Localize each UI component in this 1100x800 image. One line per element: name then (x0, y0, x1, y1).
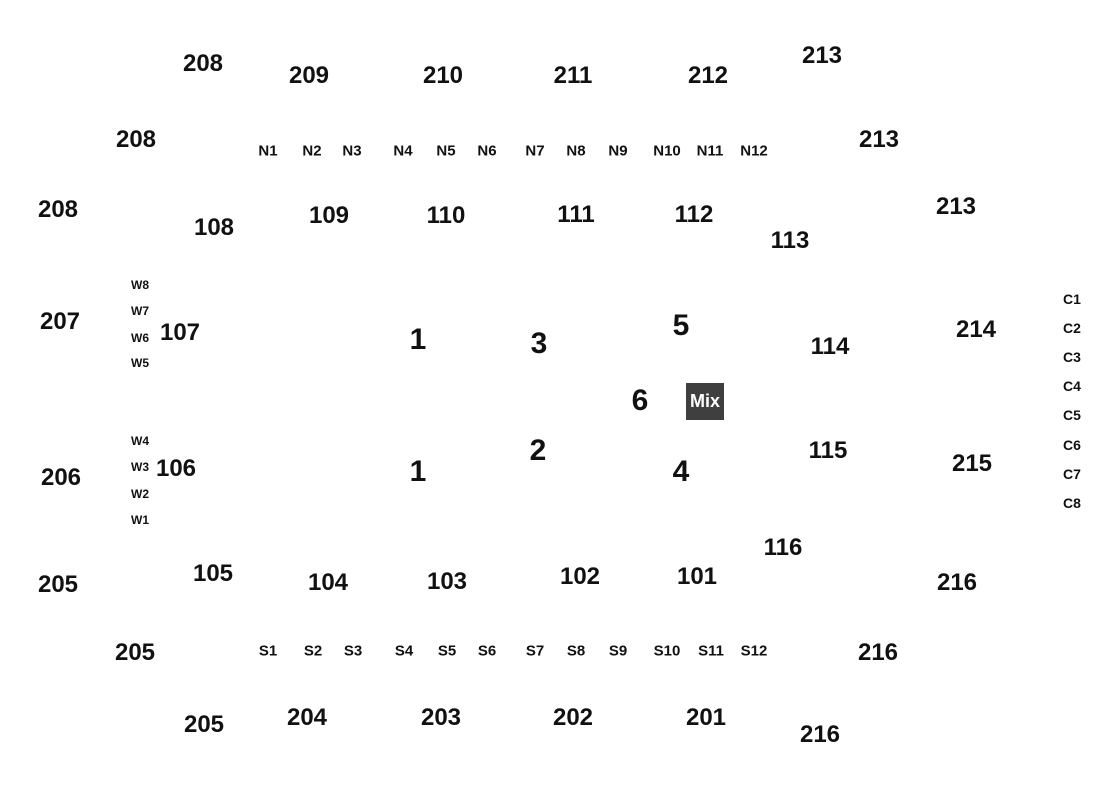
north-row-n5[interactable]: N5 (436, 142, 456, 160)
lower-section-109[interactable]: 109 (308, 202, 350, 229)
club-row-c8[interactable]: C8 (1063, 495, 1081, 511)
south-row-s9[interactable]: S9 (608, 642, 628, 660)
south-row-s4[interactable]: S4 (394, 642, 414, 660)
south-row-s12[interactable]: S12 (740, 642, 768, 660)
south-row-s3[interactable]: S3 (343, 642, 363, 660)
north-row-n2[interactable]: N2 (302, 142, 322, 160)
upper-section-213[interactable]: 213 (801, 42, 843, 69)
north-row-n1[interactable]: N1 (258, 142, 278, 160)
club-row-c6[interactable]: C6 (1063, 437, 1081, 453)
lower-section-105[interactable]: 105 (192, 560, 234, 587)
north-row-n10[interactable]: N10 (653, 142, 681, 160)
upper-section-209[interactable]: 209 (288, 62, 330, 89)
south-row-s10[interactable]: S10 (653, 642, 681, 660)
club-row-c1[interactable]: C1 (1063, 291, 1081, 307)
upper-section-201[interactable]: 201 (685, 704, 727, 731)
west-row-w5[interactable]: W5 (131, 356, 149, 370)
club-row-c5[interactable]: C5 (1063, 407, 1081, 423)
upper-section-208[interactable]: 208 (182, 50, 224, 77)
west-row-w6[interactable]: W6 (131, 331, 149, 345)
west-row-w4[interactable]: W4 (131, 434, 149, 448)
lower-section-106[interactable]: 106 (155, 455, 197, 482)
upper-section-207[interactable]: 207 (39, 308, 81, 335)
upper-section-215[interactable]: 215 (951, 450, 993, 477)
upper-section-213[interactable]: 213 (858, 126, 900, 153)
club-row-c4[interactable]: C4 (1063, 378, 1081, 394)
lower-section-112[interactable]: 112 (674, 201, 714, 228)
upper-section-202[interactable]: 202 (552, 704, 594, 731)
lower-section-110[interactable]: 110 (426, 202, 466, 229)
floor-section-1[interactable]: 1 (409, 455, 427, 488)
lower-section-108[interactable]: 108 (193, 214, 235, 241)
club-row-c2[interactable]: C2 (1063, 320, 1081, 336)
south-row-s5[interactable]: S5 (437, 642, 457, 660)
lower-section-103[interactable]: 103 (426, 568, 468, 595)
lower-section-115[interactable]: 115 (808, 437, 848, 464)
floor-section-3[interactable]: 3 (530, 327, 548, 360)
upper-section-206[interactable]: 206 (40, 464, 82, 491)
upper-section-205[interactable]: 205 (114, 639, 156, 666)
upper-section-211[interactable]: 211 (553, 62, 593, 89)
west-row-w3[interactable]: W3 (131, 460, 149, 474)
north-row-n8[interactable]: N8 (566, 142, 586, 160)
floor-section-4[interactable]: 4 (672, 455, 690, 488)
north-row-n9[interactable]: N9 (608, 142, 628, 160)
lower-section-116[interactable]: 116 (763, 534, 803, 561)
floor-section-1[interactable]: 1 (409, 323, 427, 356)
lower-section-102[interactable]: 102 (559, 563, 601, 590)
west-row-w1[interactable]: W1 (131, 513, 149, 527)
upper-section-213[interactable]: 213 (935, 193, 977, 220)
south-row-s8[interactable]: S8 (566, 642, 586, 660)
floor-section-2[interactable]: 2 (529, 434, 547, 467)
west-row-w8[interactable]: W8 (131, 278, 149, 292)
upper-section-216[interactable]: 216 (799, 721, 841, 748)
lower-section-113[interactable]: 113 (770, 227, 810, 254)
upper-section-216[interactable]: 216 (936, 569, 978, 596)
upper-section-214[interactable]: 214 (955, 316, 997, 343)
south-row-s11[interactable]: S11 (698, 642, 724, 660)
north-row-n7[interactable]: N7 (525, 142, 545, 160)
floor-section-5[interactable]: 5 (672, 309, 690, 342)
upper-section-204[interactable]: 204 (286, 704, 328, 731)
lower-section-114[interactable]: 114 (810, 333, 850, 360)
north-row-n11[interactable]: N11 (696, 142, 724, 160)
north-row-n12[interactable]: N12 (740, 142, 768, 160)
upper-section-210[interactable]: 210 (422, 62, 464, 89)
west-row-w7[interactable]: W7 (131, 304, 149, 318)
lower-section-104[interactable]: 104 (307, 569, 349, 596)
upper-section-208[interactable]: 208 (37, 196, 79, 223)
south-row-s7[interactable]: S7 (525, 642, 545, 660)
north-row-n3[interactable]: N3 (342, 142, 362, 160)
floor-section-6[interactable]: 6 (631, 384, 649, 417)
mix-position[interactable]: Mix (686, 383, 724, 420)
west-row-w2[interactable]: W2 (131, 487, 149, 501)
north-row-n6[interactable]: N6 (477, 142, 497, 160)
upper-section-212[interactable]: 212 (687, 62, 729, 89)
upper-section-205[interactable]: 205 (37, 571, 79, 598)
club-row-c7[interactable]: C7 (1063, 466, 1081, 482)
upper-section-216[interactable]: 216 (857, 639, 899, 666)
north-row-n4[interactable]: N4 (393, 142, 413, 160)
south-row-s1[interactable]: S1 (258, 642, 278, 660)
upper-section-208[interactable]: 208 (115, 126, 157, 153)
south-row-s6[interactable]: S6 (477, 642, 497, 660)
upper-section-205[interactable]: 205 (183, 711, 225, 738)
lower-section-101[interactable]: 101 (676, 563, 718, 590)
lower-section-107[interactable]: 107 (159, 319, 201, 346)
upper-section-203[interactable]: 203 (420, 704, 462, 731)
south-row-s2[interactable]: S2 (303, 642, 323, 660)
lower-section-111[interactable]: 111 (557, 201, 595, 228)
club-row-c3[interactable]: C3 (1063, 349, 1081, 365)
